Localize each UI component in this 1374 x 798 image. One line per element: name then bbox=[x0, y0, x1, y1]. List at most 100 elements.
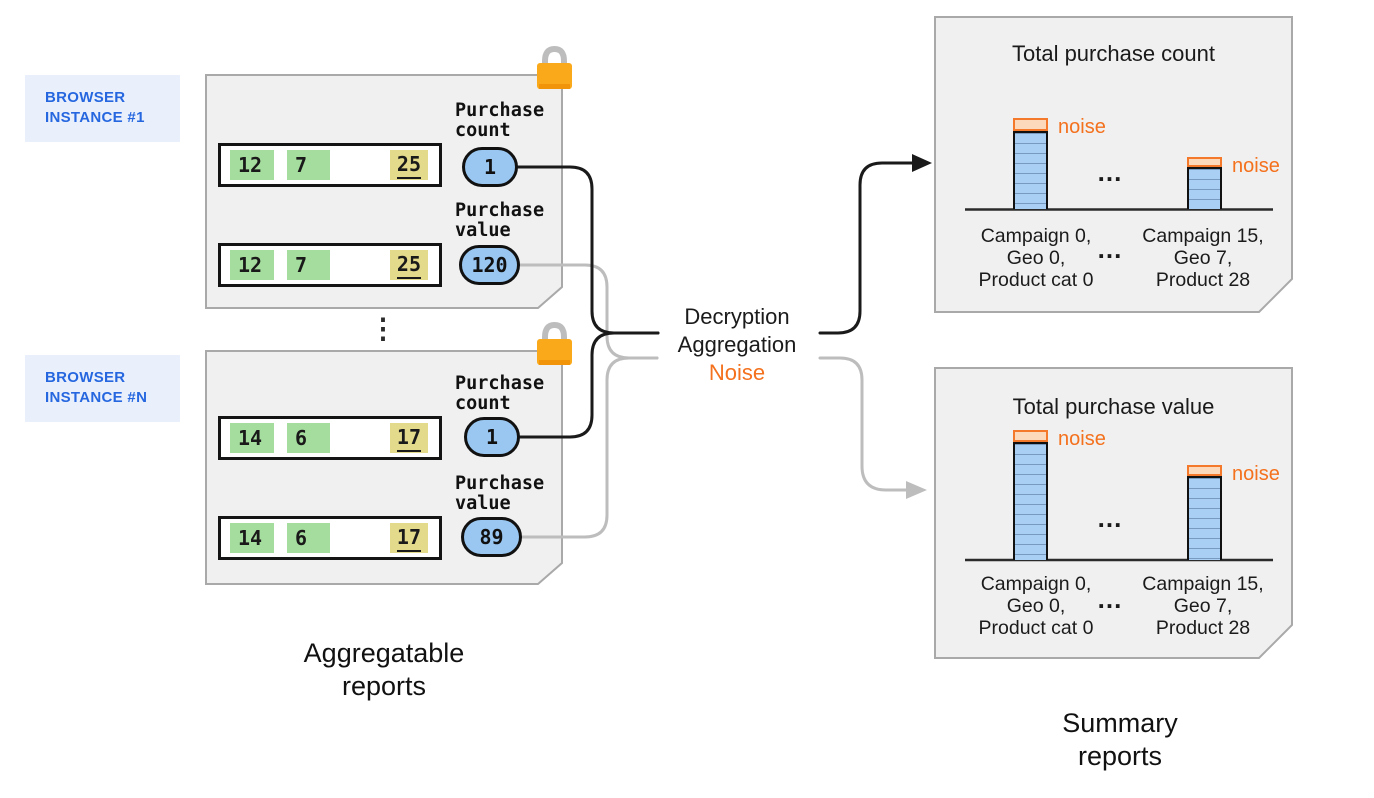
pipeline-step-decryption: Decryption bbox=[684, 304, 790, 329]
x-label-line: Product 28 bbox=[1155, 269, 1251, 291]
bucket-chip-highlight: 25 bbox=[389, 150, 428, 180]
metric-line: Purchase bbox=[455, 373, 545, 394]
lock-icon bbox=[537, 321, 572, 365]
purchase-count-bubble: 1 bbox=[464, 417, 520, 457]
caption-line: Summary bbox=[1062, 708, 1178, 738]
x-label-line: Campaign 0, bbox=[980, 573, 1092, 595]
browser-instance-n-label: BROWSER INSTANCE #N bbox=[25, 355, 180, 422]
bucket-value: 17 bbox=[396, 425, 421, 452]
count-bar-campaign0: noise bbox=[1013, 116, 1106, 209]
pipeline-step-noise: Noise bbox=[708, 360, 766, 385]
browser-instance-1-line2: INSTANCE #1 bbox=[45, 109, 145, 126]
caption-line: Aggregatable bbox=[303, 638, 465, 668]
report-n-value-row: 14 6 17 bbox=[218, 516, 442, 560]
summary-report-card-count bbox=[934, 16, 1293, 313]
caption-line: reports bbox=[1077, 741, 1163, 771]
bucket-chip-highlight: 25 bbox=[389, 250, 428, 280]
metric-line: Purchase bbox=[455, 473, 545, 494]
purchase-value-bubble: 89 bbox=[461, 517, 522, 557]
connector-value-1 bbox=[518, 263, 659, 360]
pipeline-steps: Decryption Aggregation Noise bbox=[627, 303, 847, 387]
noise-annotation: noise bbox=[1232, 463, 1280, 485]
connector-value-out bbox=[818, 356, 908, 492]
count-bar-campaign15: noise bbox=[1187, 155, 1280, 209]
bucket-chip: 12 bbox=[230, 250, 274, 280]
noise-cap: noise bbox=[1013, 116, 1106, 138]
x-label-line: Geo 0, bbox=[1006, 247, 1066, 269]
browser-instance-n-line1: BROWSER bbox=[45, 369, 126, 386]
purchase-count-bubble: 1 bbox=[462, 147, 518, 187]
bucket-value: 17 bbox=[396, 525, 421, 552]
metric-line: Purchase bbox=[455, 200, 545, 221]
purchase-value-label: Purchase value bbox=[455, 474, 544, 514]
bar bbox=[1013, 442, 1048, 560]
connector-count-out bbox=[818, 161, 914, 335]
metric-line: count bbox=[455, 120, 511, 141]
x-label-line: Product cat 0 bbox=[978, 617, 1094, 639]
noise-cap: noise bbox=[1187, 155, 1280, 177]
metric-line: count bbox=[455, 393, 511, 414]
browser-instance-1-label: BROWSER INSTANCE #1 bbox=[25, 75, 180, 142]
summary-count-title: Total purchase count bbox=[1011, 41, 1216, 66]
x-label-line: Product 28 bbox=[1155, 617, 1251, 639]
x-label-line: Geo 0, bbox=[1006, 595, 1066, 617]
bucket-value: 25 bbox=[396, 152, 421, 179]
noise-annotation: noise bbox=[1058, 428, 1106, 450]
gray-arrowhead-icon bbox=[906, 481, 927, 499]
x-label-line: Campaign 15, bbox=[1142, 573, 1264, 595]
aggregatable-reports-caption: Aggregatable reports bbox=[259, 637, 509, 703]
report-1-value-row: 12 7 25 bbox=[218, 243, 442, 287]
purchase-value-bubble: 120 bbox=[459, 245, 520, 285]
bar-gap-dots: ... bbox=[1097, 503, 1123, 533]
x-axis-label-campaign0: Campaign 0, Geo 0, Product cat 0 bbox=[939, 225, 1133, 291]
lock-icon bbox=[537, 45, 572, 89]
bucket-chip: 7 bbox=[287, 250, 330, 280]
value-bar-campaign0: noise bbox=[1013, 428, 1106, 560]
purchase-value-label: Purchase value bbox=[455, 201, 544, 241]
summary-reports-caption: Summary reports bbox=[995, 707, 1245, 773]
x-label-line: Campaign 15, bbox=[1142, 225, 1264, 247]
more-reports-ellipsis: ⋮ bbox=[369, 313, 397, 344]
browser-instance-1-line1: BROWSER bbox=[45, 89, 126, 106]
bar bbox=[1187, 167, 1222, 209]
noise-cap: noise bbox=[1187, 463, 1280, 485]
x-axis-label-campaign0: Campaign 0, Geo 0, Product cat 0 bbox=[939, 573, 1133, 639]
connector-value-n bbox=[519, 356, 659, 539]
connector-count-n bbox=[517, 331, 660, 439]
x-label-line: Product cat 0 bbox=[978, 269, 1094, 291]
purchase-count-label: Purchase count bbox=[455, 374, 544, 414]
bucket-chip-highlight: 17 bbox=[389, 423, 428, 453]
metric-line: value bbox=[455, 493, 511, 514]
bar-gap-dots: ... bbox=[1097, 157, 1123, 187]
pipeline-step-aggregation: Aggregation bbox=[677, 332, 797, 357]
value-bar-campaign15: noise bbox=[1187, 463, 1280, 560]
bar bbox=[1187, 476, 1222, 560]
bucket-chip: 6 bbox=[287, 423, 330, 453]
black-arrowhead-icon bbox=[912, 154, 932, 172]
x-label-line: Geo 7, bbox=[1173, 247, 1233, 269]
bar bbox=[1013, 131, 1048, 209]
bucket-chip-highlight: 17 bbox=[389, 523, 428, 553]
x-label-line: Campaign 0, bbox=[980, 225, 1092, 247]
bucket-chip: 14 bbox=[230, 523, 274, 553]
bucket-chip: 7 bbox=[287, 150, 330, 180]
bucket-chip: 6 bbox=[287, 523, 330, 553]
label-gap-dots: ... bbox=[1097, 584, 1123, 614]
report-n-count-row: 14 6 17 bbox=[218, 416, 442, 460]
purchase-count-label: Purchase count bbox=[455, 101, 544, 141]
bucket-chip: 12 bbox=[230, 150, 274, 180]
label-gap-dots: ... bbox=[1097, 234, 1123, 264]
browser-instance-n-line2: INSTANCE #N bbox=[45, 389, 148, 406]
metric-line: Purchase bbox=[455, 100, 545, 121]
bucket-chip: 14 bbox=[230, 423, 274, 453]
report-1-count-row: 12 7 25 bbox=[218, 143, 442, 187]
metric-line: value bbox=[455, 220, 511, 241]
connector-count-1 bbox=[515, 165, 660, 335]
bucket-value: 25 bbox=[396, 252, 421, 279]
noise-annotation: noise bbox=[1232, 155, 1280, 177]
caption-line: reports bbox=[341, 671, 427, 701]
noise-cap: noise bbox=[1013, 428, 1106, 450]
summary-value-title: Total purchase value bbox=[1012, 394, 1215, 419]
noise-annotation: noise bbox=[1058, 116, 1106, 138]
